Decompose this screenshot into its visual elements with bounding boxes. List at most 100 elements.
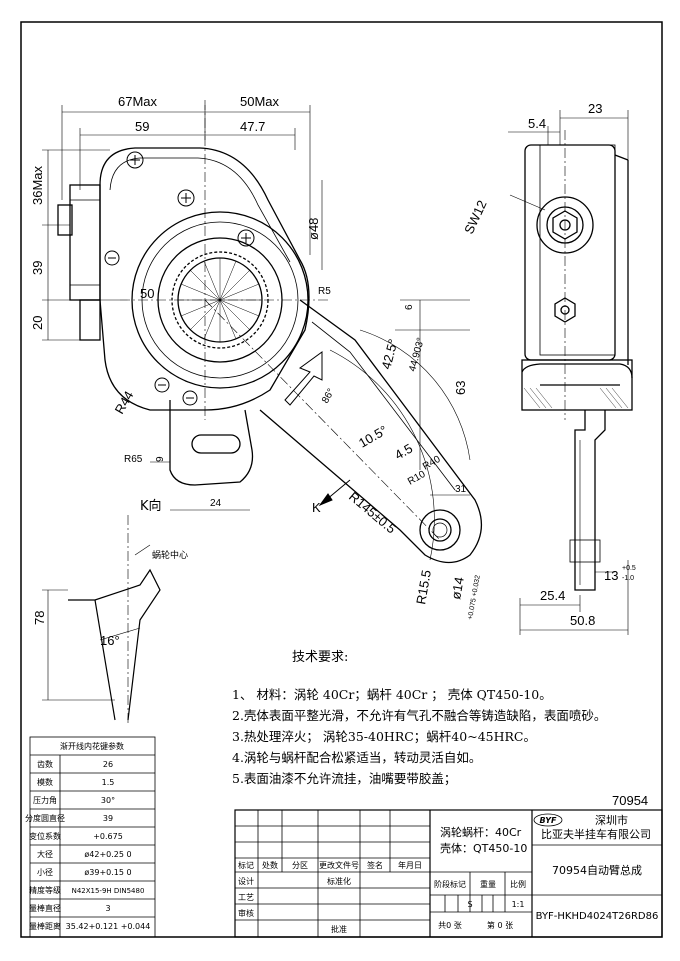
hdr-mark: 标记 — [238, 860, 254, 870]
dim-50max: 50Max — [240, 94, 280, 109]
hdr-count: 处数 — [262, 860, 278, 870]
hdr-zone: 分区 — [292, 861, 308, 870]
spline-row-value: ø39+0.15 0 — [84, 868, 131, 877]
front-dimension-lines — [42, 105, 471, 561]
spline-row-label: 模数 — [37, 777, 53, 787]
company-logo-text: BYF — [540, 816, 557, 825]
dim-r15-5: R15.5 — [413, 569, 434, 606]
spline-row-label: 量棒距离 — [29, 921, 61, 931]
dim-63: 63 — [453, 381, 468, 395]
dim-r5: R5 — [318, 286, 331, 297]
dim-86-deg: 86° — [320, 387, 337, 406]
dim-9: 9 — [155, 456, 166, 462]
scale-value: 1:1 — [512, 900, 525, 909]
sheets-total: 共0 张 — [438, 921, 462, 930]
tech-req-item: 3.热处理淬火； 涡轮35-40HRC；蜗杆40~45HRC。 — [232, 729, 536, 744]
part-name: 70954自动臂总成 — [552, 863, 642, 877]
spline-row-value: 1.5 — [102, 778, 115, 787]
row-craft: 工艺 — [238, 893, 254, 902]
hdr-change: 更改文件号 — [319, 860, 359, 870]
spline-row-value: N42X15-9H DIN5480 — [72, 887, 145, 895]
spline-row-value: 35.42+0.121 +0.044 — [66, 922, 151, 931]
spline-row-value: 30° — [101, 796, 115, 805]
dim-59: 59 — [135, 119, 149, 134]
stage-mark: 阶段标记 — [434, 879, 466, 889]
stage-s: S — [467, 900, 472, 909]
dim-31: 31 — [455, 484, 467, 495]
spline-row-label: 分度圆直径 — [25, 813, 65, 823]
view-k-mark: K — [312, 500, 321, 515]
side-dimension-lines — [508, 110, 629, 635]
detail-k-text: K向 蜗轮中心 78 16° — [32, 498, 188, 648]
front-dimension-text: 67Max 50Max 59 47.7 36Max 39 20 ø48 50 R… — [30, 94, 482, 620]
spline-row-value: 3 — [105, 904, 110, 913]
row-approve: 批准 — [331, 924, 347, 934]
dim-d14: ø14 — [448, 576, 467, 601]
material-line-2: 壳体：QT450-10 — [440, 841, 527, 855]
front-view — [57, 100, 482, 564]
dim-25-4: 25.4 — [540, 588, 565, 603]
spline-row-label: 压力角 — [33, 795, 57, 805]
row-std: 标准化 — [327, 876, 351, 886]
dim-13: 13 — [604, 568, 618, 583]
dim-36max: 36Max — [30, 165, 45, 205]
spline-row-label: 量棒直径 — [29, 903, 61, 913]
dim-78: 78 — [32, 611, 47, 625]
dim-sw12: SW12 — [461, 198, 490, 236]
detail-k-title: K向 — [140, 498, 162, 514]
dim-6: 6 — [404, 304, 415, 310]
dim-39: 39 — [30, 261, 45, 275]
tech-req-item: 5.表面油漆不允许流挂，油嘴要带胶盖； — [232, 771, 457, 786]
spline-row-value: 39 — [103, 814, 113, 823]
k-arrow — [318, 479, 351, 507]
tech-req-item: 2.壳体表面平整光滑，不允许有气孔不融合等铸造缺陷，表面喷砂。 — [232, 708, 607, 723]
title-block-text: 70954 涡轮蜗杆：40Cr 壳体：QT450-10 BYF 深圳市 比亚夫半… — [238, 793, 658, 934]
scale-label: 比例 — [510, 879, 526, 889]
company-line-2: 比亚夫半挂车有限公司 — [541, 827, 651, 841]
detail-k-label: 蜗轮中心 — [152, 549, 188, 561]
part-code: BYF-HKHD4024T26RD86 — [536, 911, 659, 922]
weight-label: 重量 — [480, 879, 496, 889]
dim-4-5: 4.5 — [392, 441, 415, 463]
dim-r145: R145±0.5 — [346, 489, 399, 537]
spline-row-value: +0.675 — [93, 832, 123, 841]
spline-row-label: 大径 — [37, 849, 53, 859]
dim-42-5-deg: 42.5° — [378, 337, 400, 370]
hdr-date: 年月日 — [398, 860, 422, 870]
spline-table-text: 渐开线内花键参数 齿数 26 模数 1.5 压力角 30° 分度圆直径 39 变… — [25, 741, 150, 931]
row-design: 设计 — [238, 876, 254, 886]
spline-row-value: ø42+0.25 0 — [84, 850, 131, 859]
dim-d14-tol: +0.075 +0.032 — [467, 575, 482, 621]
detail-k-view — [42, 515, 161, 725]
dim-r44: R44 — [112, 388, 137, 416]
side-view — [521, 130, 633, 591]
dim-23: 23 — [588, 101, 602, 116]
spline-row-label: 变位系数 — [29, 831, 61, 841]
material-line-1: 涡轮蜗杆：40Cr — [440, 825, 522, 839]
spline-row-value: 26 — [103, 760, 113, 769]
dim-47-7: 47.7 — [240, 119, 265, 134]
dim-50: 50 — [140, 286, 154, 301]
dim-r10: R10 — [406, 469, 428, 488]
dim-16-deg: 16° — [100, 633, 120, 648]
sheet-no: 第 0 张 — [487, 920, 513, 930]
row-review: 审核 — [238, 908, 254, 918]
spline-table — [29, 736, 156, 938]
hdr-sign: 签名 — [367, 860, 383, 870]
dim-r65: R65 — [124, 454, 143, 465]
tech-req-item: 4.涡轮与蜗杆配合松紧适当，转动灵活自如。 — [232, 750, 482, 765]
tech-req-title: 技术要求: — [292, 650, 349, 665]
dim-5-4: 5.4 — [528, 116, 546, 131]
company-line-1: 深圳市 — [595, 813, 628, 827]
dim-10-5-deg: 10.5° — [356, 422, 390, 450]
dim-13-tol-up: +0.5 — [622, 565, 636, 572]
company-logo: BYF — [533, 813, 563, 827]
tech-req-item: 1、 材料：涡轮 40Cr；蜗杆 40Cr ； 壳体 QT450-10。 — [232, 687, 552, 702]
dim-20: 20 — [30, 316, 45, 330]
title-block-grid — [234, 809, 663, 938]
spline-row-label: 齿数 — [37, 759, 53, 769]
spline-row-label: 精度等级 — [29, 885, 61, 895]
drawing-number: 70954 — [612, 793, 648, 808]
